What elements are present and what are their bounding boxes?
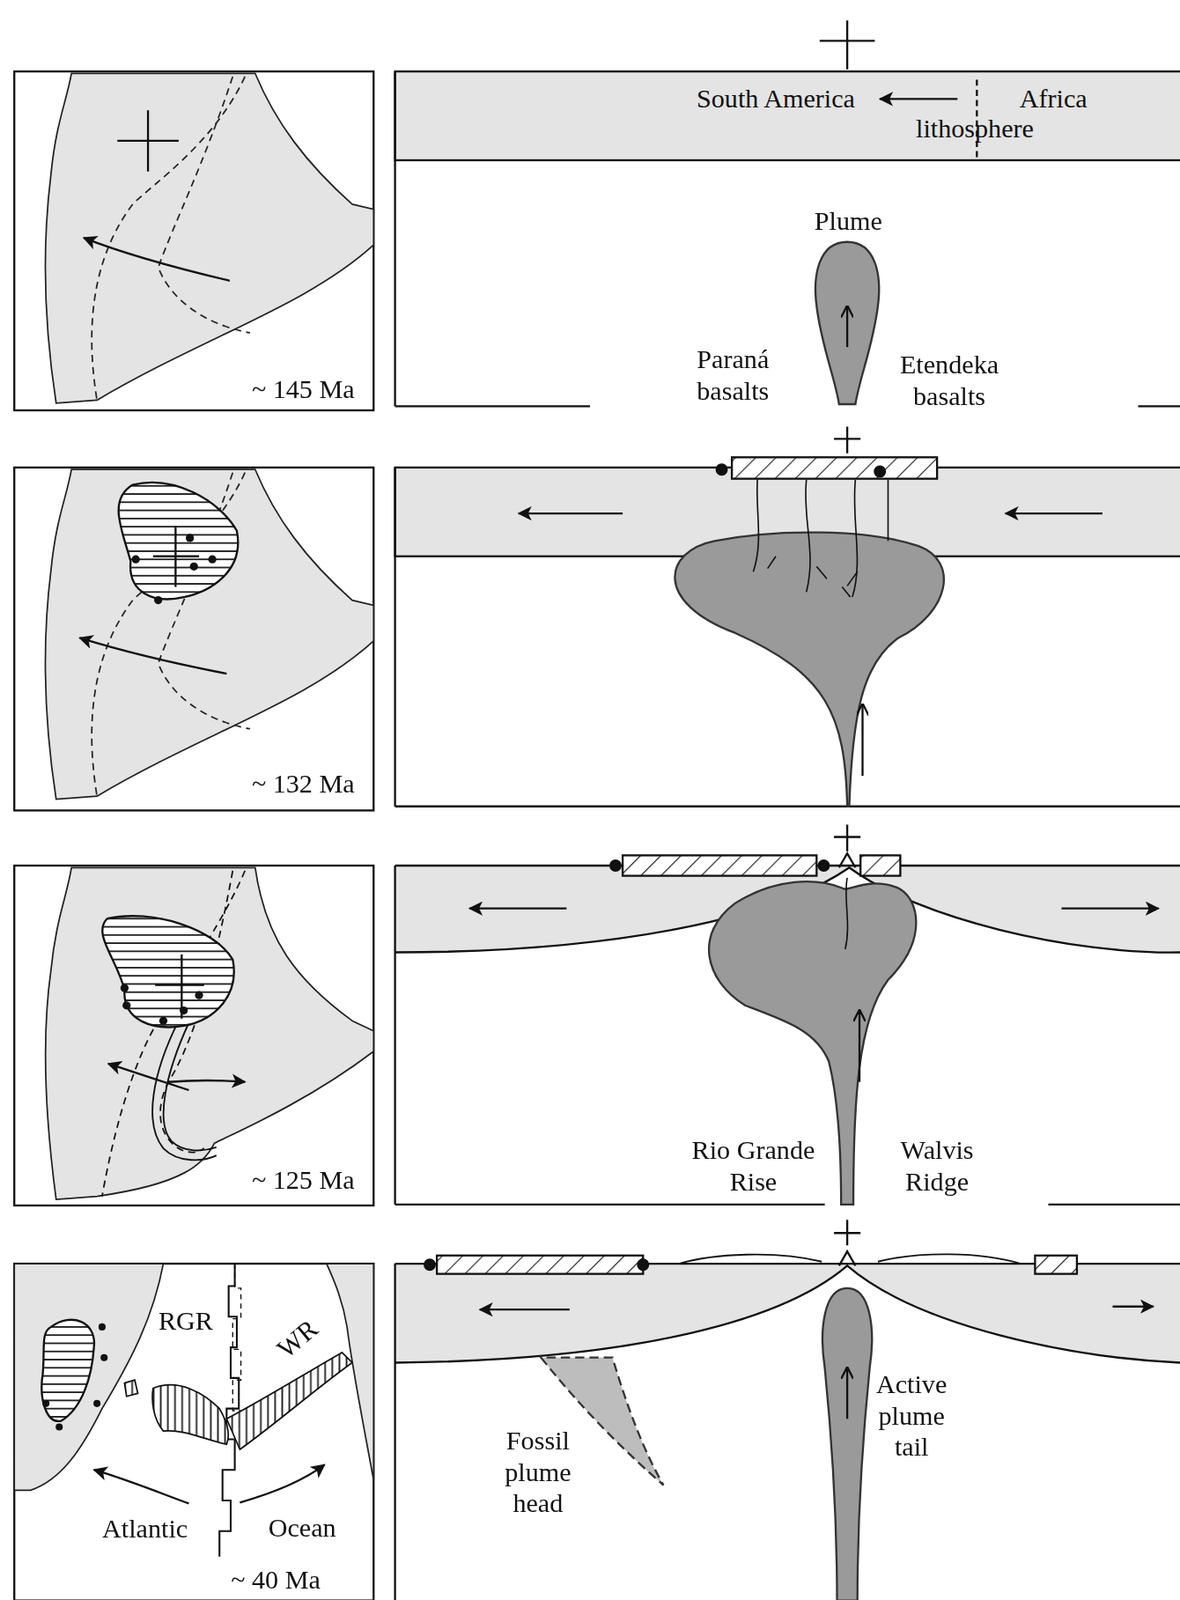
row-145 xyxy=(14,20,1180,411)
label: RGR xyxy=(158,1306,214,1339)
label: Atlantic xyxy=(102,1513,188,1546)
label: Fossil plume head xyxy=(492,1425,584,1520)
label: Walvis Ridge xyxy=(880,1135,994,1198)
label: Paraná basalts xyxy=(677,345,790,408)
label: lithosphere xyxy=(915,114,1034,147)
label: ~ 125 Ma xyxy=(251,1165,355,1198)
label: Active plume tail xyxy=(860,1370,963,1465)
label: Etendeka basalts xyxy=(883,350,1017,413)
label: ~ 145 Ma xyxy=(251,374,355,406)
label: Africa xyxy=(1019,83,1088,116)
label: ~ 132 Ma xyxy=(251,768,355,801)
label: Plume xyxy=(814,206,883,238)
row-40 xyxy=(14,1219,1180,1600)
row-125 xyxy=(14,825,1180,1206)
label: South America xyxy=(696,83,856,116)
label: Ocean xyxy=(268,1512,337,1545)
label: WR xyxy=(271,1313,325,1365)
label: Rio Grande Rise xyxy=(671,1135,835,1198)
label: ~ 40 Ma xyxy=(230,1564,321,1597)
row-132 xyxy=(14,427,1180,812)
